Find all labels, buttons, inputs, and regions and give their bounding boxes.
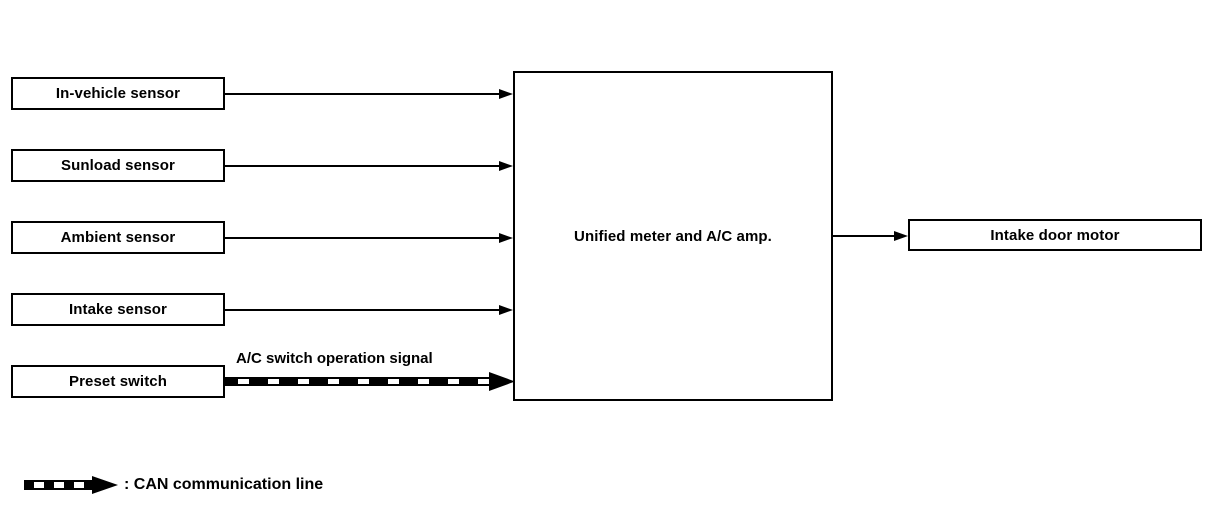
node-ambient-sensor[interactable]: Ambient sensor bbox=[11, 221, 225, 254]
wire-intake-sensor-to-controller bbox=[225, 300, 515, 320]
wire-preset-switch-to-controller-can bbox=[225, 372, 517, 394]
node-label: Sunload sensor bbox=[61, 157, 175, 174]
wire-sunload-sensor-to-controller bbox=[225, 156, 515, 176]
node-sunload-sensor[interactable]: Sunload sensor bbox=[11, 149, 225, 182]
wire-controller-to-intake-door-motor bbox=[832, 226, 910, 246]
node-in-vehicle-sensor[interactable]: In-vehicle sensor bbox=[11, 77, 225, 110]
legend: : CAN communication line bbox=[24, 472, 323, 498]
node-intake-door-motor[interactable]: Intake door motor bbox=[908, 219, 1202, 251]
node-label: Ambient sensor bbox=[60, 229, 176, 246]
node-intake-sensor[interactable]: Intake sensor bbox=[11, 293, 225, 326]
wire-ambient-sensor-to-controller bbox=[225, 228, 515, 248]
node-label: Unified meter and A/C amp. bbox=[574, 227, 772, 245]
node-label: Intake sensor bbox=[68, 301, 167, 318]
node-label: In-vehicle sensor bbox=[55, 85, 181, 102]
node-preset-switch[interactable]: Preset switch bbox=[11, 365, 225, 398]
node-label: Intake door motor bbox=[990, 226, 1120, 244]
can-signal-label: A/C switch operation signal bbox=[236, 350, 433, 367]
legend-label: : CAN communication line bbox=[124, 476, 324, 493]
wire-in-vehicle-sensor-to-controller bbox=[225, 84, 515, 104]
node-label: Preset switch bbox=[68, 373, 167, 390]
can-arrow-icon bbox=[24, 476, 120, 494]
node-unified-meter-ac-amp[interactable]: Unified meter and A/C amp. bbox=[513, 71, 833, 401]
